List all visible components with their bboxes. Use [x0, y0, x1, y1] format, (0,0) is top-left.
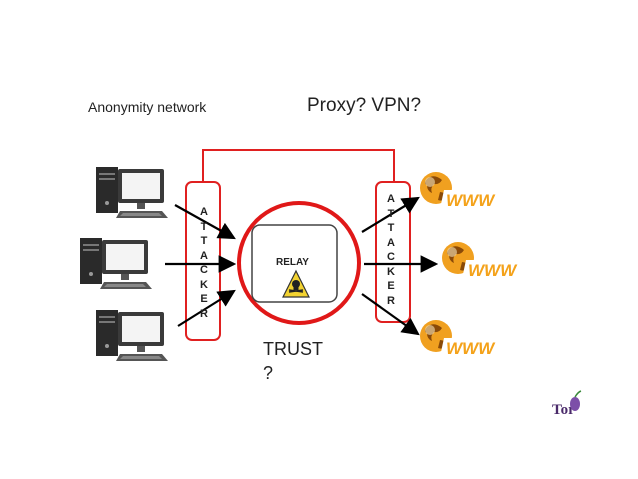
desktop-computer-icon	[80, 238, 152, 289]
proxy-vpn-label: Proxy? VPN?	[307, 95, 422, 116]
arrow-relay-to-www3	[361, 293, 420, 336]
www-label: WWW	[468, 261, 518, 280]
attacker-left-label: A T T A C K E R	[200, 206, 208, 320]
skull-warning-icon	[282, 269, 310, 298]
attacker-box-right	[375, 181, 411, 323]
desktop-computer-icon	[96, 310, 168, 361]
arrow-computer3-to-relay	[177, 289, 236, 327]
www-label: WWW	[446, 191, 496, 210]
www-label: WWW	[446, 339, 496, 358]
tor-onion-logo: Tor	[552, 390, 582, 418]
arrow-computer1-to-relay	[174, 204, 236, 240]
attacker-link-line	[202, 149, 395, 182]
relay-box	[251, 224, 338, 303]
anonymity-network-label: Anonymity network	[88, 99, 207, 115]
trust-label: TRUST ?	[263, 339, 323, 383]
arrow-relay-to-www1	[361, 196, 420, 233]
tor-logo-text: Tor	[552, 402, 575, 418]
attacker-right-label: A T T A C K E R	[387, 193, 395, 307]
relay-label: RELAY	[276, 257, 309, 268]
desktop-computer-icon	[96, 167, 168, 218]
